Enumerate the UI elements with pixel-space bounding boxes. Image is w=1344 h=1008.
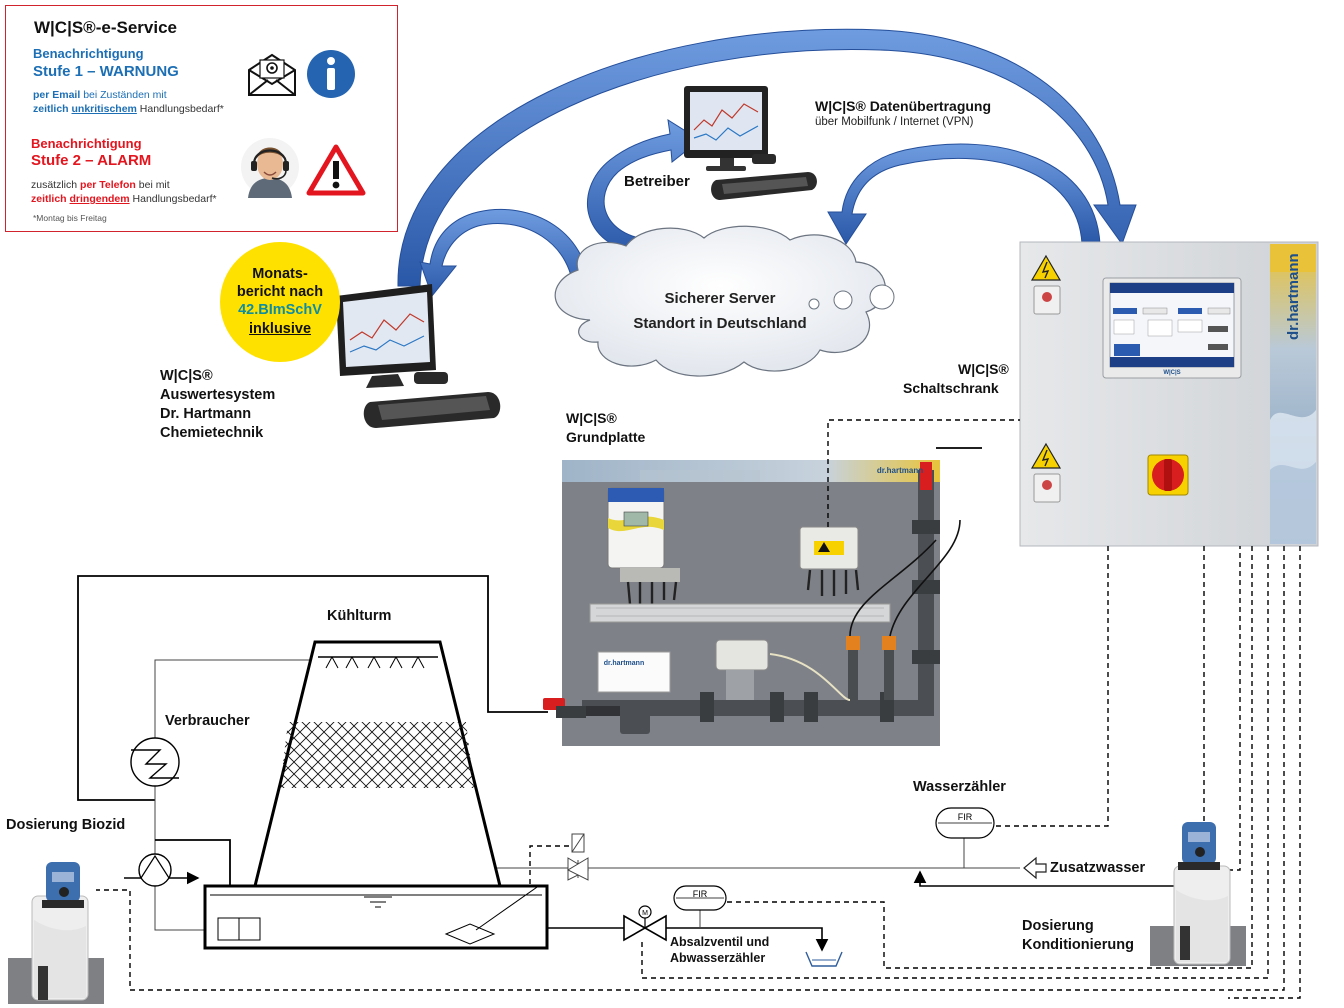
- dosierung-kond-line2: Konditionierung: [1022, 937, 1134, 953]
- dosierung-kond-line1: Dosierung: [1022, 918, 1094, 934]
- fir-label-top: FIR: [958, 812, 973, 822]
- level2-line1: zusätzlich per Telefon bei mit: [31, 179, 170, 191]
- server-label-line2: Standort in Deutschland: [633, 315, 807, 332]
- arc-arrow-cabinet-to-server: [827, 143, 1101, 245]
- control-cabinet: [1019, 241, 1319, 547]
- dosing-pump-icon: [8, 862, 104, 1004]
- warning-icon: [306, 144, 366, 196]
- flow-meter-icon: [673, 885, 727, 911]
- level2-heading: Benachrichtigung: [31, 136, 142, 151]
- level2-title: Stufe 2 – ALARM: [31, 152, 152, 169]
- keyboard-icon: [711, 172, 817, 200]
- cooling-tower: [203, 640, 549, 950]
- main-switch-icon: [1147, 454, 1189, 496]
- computer-icon: [336, 284, 448, 388]
- level2-channel: per Telefon: [80, 179, 136, 191]
- datenuebertragung-title: W|C|S® Datenübertragung: [815, 98, 992, 114]
- betreiber-label: Betreiber: [624, 173, 690, 190]
- verbraucher-label: Verbraucher: [165, 713, 250, 729]
- heat-exchanger-icon: [130, 737, 180, 787]
- valve-icon: [566, 833, 590, 881]
- kuehlturm-label: Kühlturm: [327, 608, 392, 624]
- level1-line1: per Email bei Zuständen mit: [33, 89, 167, 101]
- level1-urgency: unkritischem: [71, 103, 137, 115]
- monats-line2: bericht nach: [236, 284, 324, 300]
- schaltschrank-line2: Schaltschrank: [903, 380, 999, 396]
- auswerte-line2: Auswertesystem: [160, 387, 276, 403]
- loop-arrow-betreiber: [587, 119, 701, 256]
- dosing-pump-icon: [1150, 822, 1246, 966]
- computer-icon: [684, 86, 776, 171]
- monats-line1: Monats-: [252, 266, 308, 282]
- wasserzaehler-label: Wasserzähler: [913, 779, 1006, 795]
- level2-line1-a: zusätzlich: [31, 179, 81, 191]
- cloud-icon: [554, 225, 895, 377]
- level2-line2: zeitlich dringendem Handlungsbedarf*: [31, 193, 217, 205]
- base-plate: [543, 460, 961, 746]
- absalz-line2: Abwasserzähler: [670, 951, 766, 965]
- data-transfer-arrows: [397, 28, 1137, 301]
- keyboard-icon: [363, 392, 501, 428]
- monats-line4: inklusive: [248, 321, 312, 337]
- level1-line2: zeitlich unkritischem Handlungsbedarf*: [33, 103, 224, 115]
- fir-label-bottom: FIR: [693, 889, 708, 899]
- email-icon: [248, 53, 296, 96]
- brand-panel-text: dr.hartmann: [1285, 253, 1302, 340]
- drain-icon: [805, 951, 843, 967]
- eservice-panel: W|C|S®-e-Service Benachrichtigung Stufe …: [5, 5, 398, 232]
- monats-line3: 42.BImSchV: [238, 302, 322, 318]
- level1-heading: Benachrichtigung: [33, 46, 144, 61]
- brand-sign-text: dr.hartmann: [604, 660, 644, 667]
- valve-icon: [623, 905, 667, 942]
- inflow-arrow-icon: [1023, 856, 1047, 880]
- high-voltage-icon: [1030, 254, 1062, 281]
- valve-motor-label: M: [642, 910, 648, 917]
- level2-line2-a: zeitlich: [31, 193, 70, 205]
- level2-urgency: dringendem: [69, 193, 130, 205]
- brand-plate-text: dr.hartmann: [877, 466, 923, 475]
- info-icon: [307, 50, 355, 98]
- auswerte-line4: Chemietechnik: [160, 425, 264, 441]
- auswerte-line3: Dr. Hartmann: [160, 406, 252, 422]
- level1-channel: per Email: [33, 89, 81, 101]
- monats-badge: [220, 242, 340, 362]
- level2-line2-c: Handlungsbedarf*: [129, 193, 217, 205]
- dosierung-biozid-label: Dosierung Biozid: [6, 817, 126, 833]
- eservice-title: W|C|S®-e-Service: [34, 18, 177, 37]
- grundplatte-line2: Grundplatte: [566, 429, 646, 445]
- grundplatte-line1: W|C|S®: [566, 410, 617, 426]
- level1-line1-rest: bei Zuständen mit: [80, 89, 167, 101]
- zusatzwasser-label: Zusatzwasser: [1050, 860, 1146, 876]
- auswerte-line1: W|C|S®: [160, 368, 213, 384]
- level1-line2-a: zeitlich: [33, 103, 72, 115]
- datenuebertragung-subtitle: über Mobilfunk / Internet (VPN): [815, 116, 974, 128]
- level1-line2-c: Handlungsbedarf*: [136, 103, 224, 115]
- signal-lines: [96, 419, 1301, 999]
- level2-line1-c: bei mit: [135, 179, 170, 191]
- schaltschrank-line1: W|C|S®: [958, 361, 1009, 377]
- server-label-line1: Sicherer Server: [664, 290, 776, 307]
- footnote: *Montag bis Freitag: [33, 213, 107, 223]
- absalz-line1: Absalzventil und: [670, 935, 770, 949]
- flow-meter-icon: [935, 807, 995, 839]
- pump-icon: [138, 853, 172, 887]
- screen-brand-text: W|C|S: [1163, 370, 1180, 376]
- high-voltage-icon: [1030, 442, 1062, 469]
- level1-title: Stufe 1 – WARNUNG: [33, 63, 179, 80]
- operator-headset-icon: [241, 138, 299, 198]
- arc-arrow-server-to-auswerte: [419, 208, 591, 301]
